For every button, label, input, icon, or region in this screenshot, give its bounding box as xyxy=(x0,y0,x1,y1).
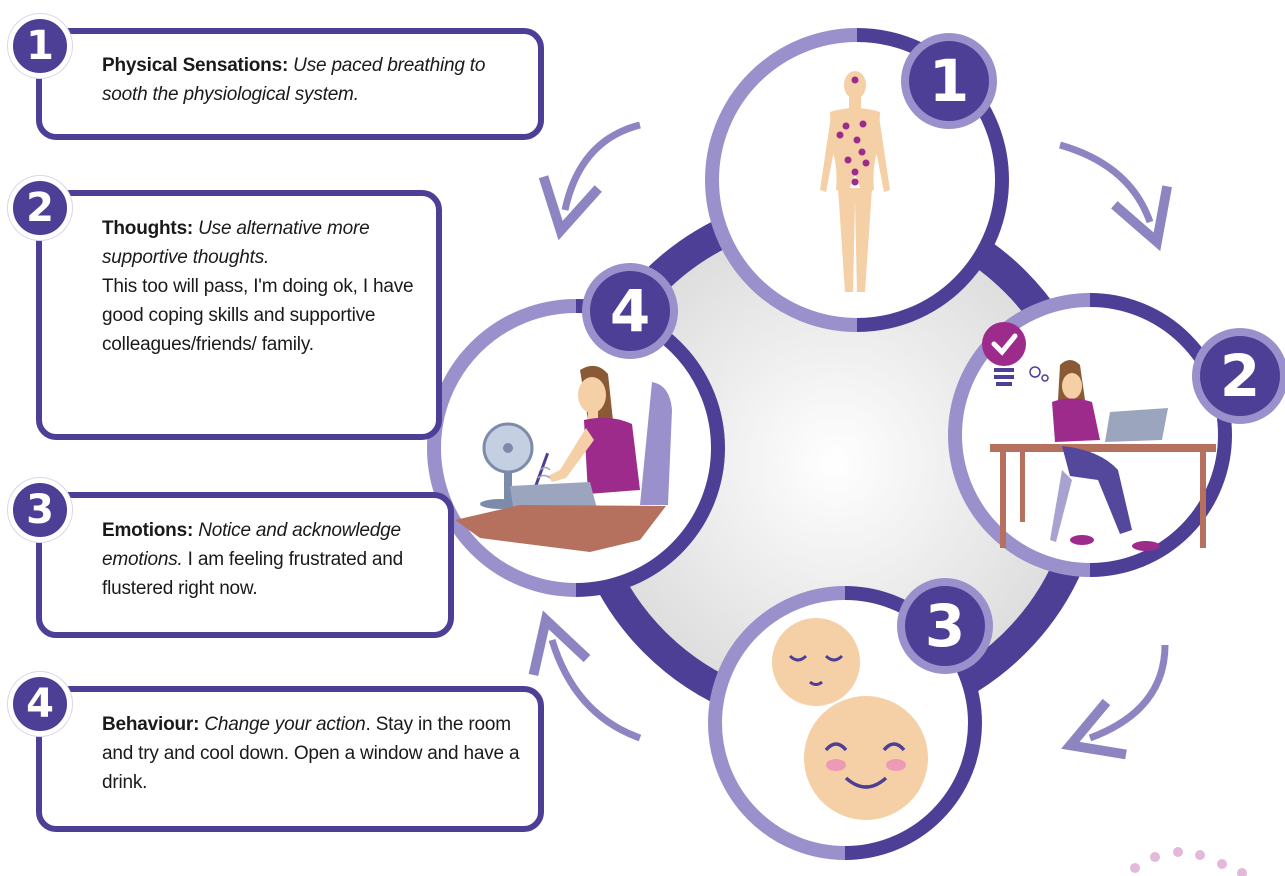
cycle-badge-2: 2 xyxy=(1192,328,1285,424)
cycle-badge-3: 3 xyxy=(897,578,993,674)
card-physical-sensations: Physical Sensations: Use paced breathing… xyxy=(36,28,544,140)
card-italic-text: Use alternative more supportive thoughts… xyxy=(102,218,370,268)
sensation-dots xyxy=(836,76,870,186)
card-badge-1: 1 xyxy=(8,14,72,78)
card-badge-2: 2 xyxy=(8,176,72,240)
card-italic-text: Use paced breathing to sooth the physiol… xyxy=(102,55,486,105)
card-heading: Physical Sensations: xyxy=(102,55,289,76)
card-badge-4: 4 xyxy=(8,672,72,736)
card-plain-text: I am feeling frustrated and flustered ri… xyxy=(102,549,404,599)
cycle-badge-4: 4 xyxy=(582,263,678,359)
card-italic-text: Change your action xyxy=(204,714,366,735)
decorative-dots xyxy=(1130,847,1247,876)
card-plain-text: This too will pass, I'm doing ok, I have… xyxy=(102,276,414,355)
card-thoughts: Thoughts: Use alternative more supportiv… xyxy=(36,190,442,440)
cycle-arrow xyxy=(1061,644,1169,760)
cycle-arrow xyxy=(538,121,641,241)
card-behaviour: Behaviour: Change your action. Stay in t… xyxy=(36,686,544,832)
card-plain-text: . Stay in the room and try and cool down… xyxy=(102,714,520,793)
cycle-badge-1: 1 xyxy=(901,33,997,129)
body-figure-icon xyxy=(820,71,890,292)
card-heading: Thoughts: xyxy=(102,218,194,239)
calm-smiling-faces-icon xyxy=(772,618,928,820)
woman-at-desk-with-fan-icon xyxy=(455,365,672,552)
cycle-arrow xyxy=(1059,141,1172,252)
cycle-circle-4 xyxy=(427,299,725,597)
cycle-arrow xyxy=(528,610,642,742)
card-heading: Behaviour: xyxy=(102,714,200,735)
cycle-circle-2 xyxy=(948,293,1232,577)
card-emotions: Emotions: Notice and acknowledge emotion… xyxy=(36,492,454,638)
card-italic-text: Notice and acknowledge emotions. xyxy=(102,520,401,570)
card-badge-3: 3 xyxy=(8,478,72,542)
card-heading: Emotions: xyxy=(102,520,194,541)
woman-thinking-at-desk-icon xyxy=(982,322,1216,551)
